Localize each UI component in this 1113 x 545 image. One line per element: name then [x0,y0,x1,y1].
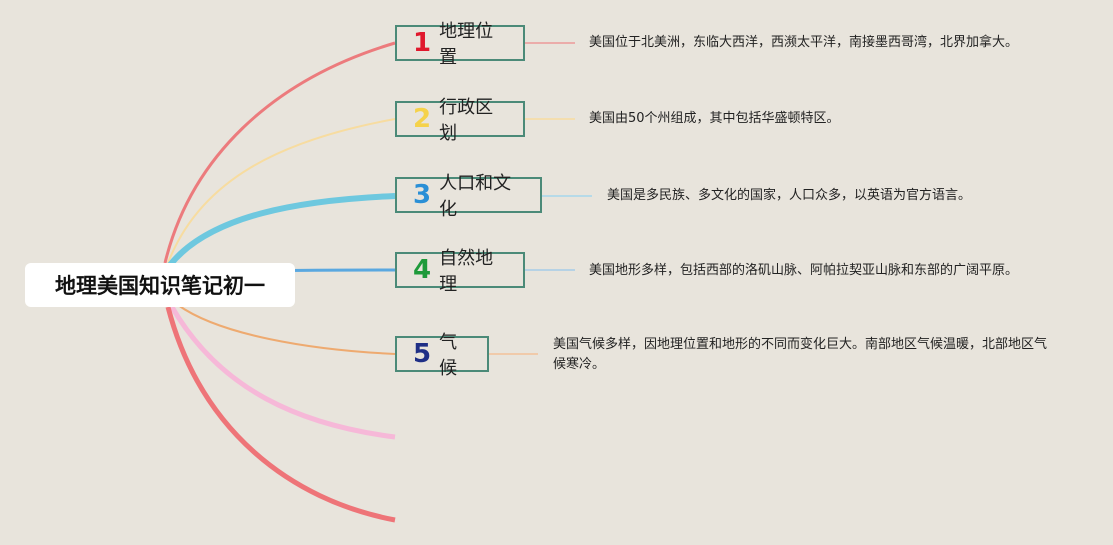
branch-line-6 [169,305,396,440]
topic-title-3: 人口和文化 [439,173,512,220]
branch-line-7 [165,306,396,523]
topic-title-1: 地理位置 [439,21,494,68]
number-badge-1: 1 [413,28,432,58]
topic-title-5: 气候 [439,332,458,379]
topic-title-4: 自然地理 [439,248,494,295]
branch-line-5 [177,304,396,355]
topic-node-4[interactable]: 4 自然地理 [395,248,525,295]
topic-desc-3: 美国是多民族、多文化的国家，人口众多，以英语为官方语言。 [607,188,972,203]
number-badge-5: 5 [413,339,432,369]
topic-node-2[interactable]: 2 行政区划 [395,97,525,144]
topic-desc-4: 美国地形多样，包括西部的洛矶山脉、阿帕拉契亚山脉和东部的广阔平原。 [589,263,1019,278]
topic-node-5[interactable]: 5 气候 [395,332,489,379]
topic-title-2: 行政区划 [439,97,494,144]
root-title: 地理美国知识笔记初一 [55,274,265,298]
branch-line-2 [167,118,396,264]
topic-desc-2: 美国由50个州组成，其中包括华盛顿特区。 [589,111,840,126]
root-node[interactable]: 地理美国知识笔记初一 [25,263,295,307]
topic-desc-1: 美国位于北美洲，东临大西洋，西濒太平洋，南接墨西哥湾，北界加拿大。 [589,35,1019,50]
number-badge-3: 3 [413,180,432,210]
number-badge-2: 2 [413,104,432,134]
branch-line-3 [167,193,396,267]
branch-line-1 [163,41,396,264]
number-badge-4: 4 [413,255,432,285]
topic-node-3[interactable]: 3 人口和文化 [395,173,542,220]
topic-desc-5: 美国气候多样，因地理位置和地形的不同而变化巨大。南部地区气候温暖，北部地区气候寒… [553,337,1048,372]
topic-node-1[interactable]: 1 地理位置 [395,21,525,68]
